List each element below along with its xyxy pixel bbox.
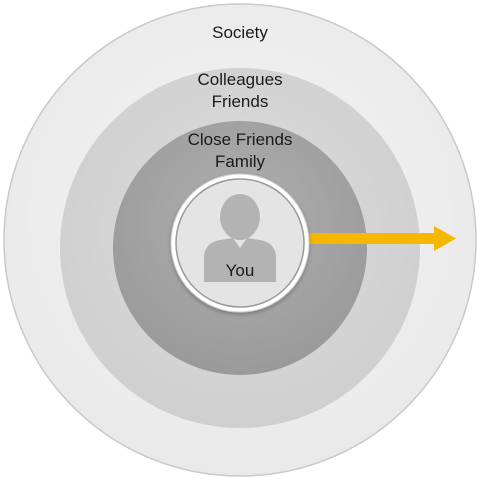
arrow-right-icon — [300, 226, 456, 251]
person-icon — [204, 194, 276, 282]
ring-label-family: Family — [215, 152, 266, 171]
ring-label-colleagues: Colleagues — [197, 70, 282, 89]
center-label-you: You — [226, 261, 255, 280]
ring-label-close-friends: Close Friends — [188, 130, 293, 149]
ring-label-friends: Friends — [212, 92, 269, 111]
ring-label-society: Society — [212, 23, 268, 42]
